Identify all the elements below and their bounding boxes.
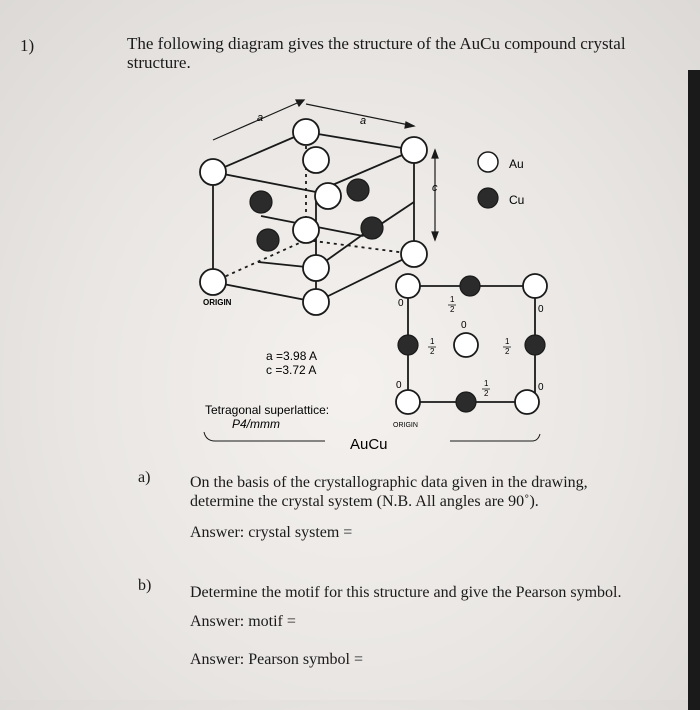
height-half-num: 1 [484, 379, 489, 388]
au-atom [400, 240, 428, 268]
cu-atom [455, 391, 477, 413]
au-atom [199, 158, 227, 186]
part-a-text: On the basis of the crystallographic dat… [190, 474, 588, 510]
height-half-den: 2 [505, 347, 510, 356]
part-a-answer: Answer: crystal system = [190, 524, 353, 541]
legend-cu-label: Cu [509, 193, 524, 207]
height-half-num: 1 [450, 295, 455, 304]
crystal-structure-diagram: a a c ORIGIN Au Cu [199, 99, 548, 452]
cu-atom [360, 216, 384, 240]
au-atom [395, 273, 421, 299]
question-intro: The following diagram gives the structur… [127, 34, 626, 72]
height-half-num: 1 [505, 337, 510, 346]
au-atoms-cell [199, 118, 428, 316]
part-b-label: b) [138, 577, 152, 594]
axis-c-label: c [432, 182, 438, 194]
au-atom [522, 273, 548, 299]
legend-cu-symbol [477, 187, 499, 209]
cu-atom [397, 334, 419, 356]
question-number: 1) [20, 36, 35, 55]
bracket-right [450, 433, 541, 442]
height-half-den: 2 [450, 305, 455, 314]
part-a-label: a) [138, 469, 151, 486]
au-atom [302, 146, 330, 174]
lattice-param-a: a =3.98 A [266, 349, 317, 363]
height-zero: 0 [538, 304, 544, 315]
fraction-bars [428, 304, 511, 390]
au-atom [514, 389, 540, 415]
au-atom [199, 268, 227, 296]
superlattice-label: Tetragonal superlattice: [205, 403, 329, 417]
au-atom [292, 118, 320, 146]
origin-label-projection: ORIGIN [393, 422, 418, 429]
height-zero: 0 [396, 380, 402, 391]
part-b-text: Determine the motif for this structure a… [190, 584, 622, 601]
dimension-arrows [212, 99, 439, 242]
au-atoms-projection [395, 273, 548, 415]
lattice-param-c: c =3.72 A [266, 363, 316, 377]
space-group: P4/mmm [232, 417, 280, 431]
cu-atom [256, 228, 280, 252]
au-atom [292, 216, 320, 244]
au-atom [395, 389, 421, 415]
page-edge-shadow [688, 70, 700, 710]
cu-atom [249, 190, 273, 214]
height-zero: 0 [398, 298, 404, 309]
height-half-den: 2 [430, 347, 435, 356]
cu-atom [459, 275, 481, 297]
au-atom [302, 254, 330, 282]
cu-atom [524, 334, 546, 356]
cu-atoms-projection [397, 275, 546, 413]
part-b-answer-motif: Answer: motif = [190, 613, 296, 630]
legend-au-symbol [477, 151, 499, 173]
part-b-answer-pearson: Answer: Pearson symbol = [190, 651, 364, 668]
axis-a2-label: a [360, 115, 366, 127]
cu-atom [346, 178, 370, 202]
height-half-num: 1 [430, 337, 435, 346]
bracket-left [203, 431, 325, 442]
height-zero: 0 [538, 382, 544, 393]
height-half-den: 2 [484, 389, 489, 398]
origin-label-cell: ORIGIN [203, 298, 232, 307]
axis-a1-label: a [257, 112, 263, 124]
cu-atoms-cell [249, 178, 384, 252]
height-labels: 0 0 0 0 0 1 2 1 2 1 2 1 2 [396, 295, 544, 398]
au-atom [302, 288, 330, 316]
au-atom [314, 182, 342, 210]
height-zero: 0 [461, 320, 467, 331]
legend-au-label: Au [509, 157, 524, 171]
compound-label: AuCu [350, 436, 388, 452]
au-atom [400, 136, 428, 164]
au-atom [453, 332, 479, 358]
